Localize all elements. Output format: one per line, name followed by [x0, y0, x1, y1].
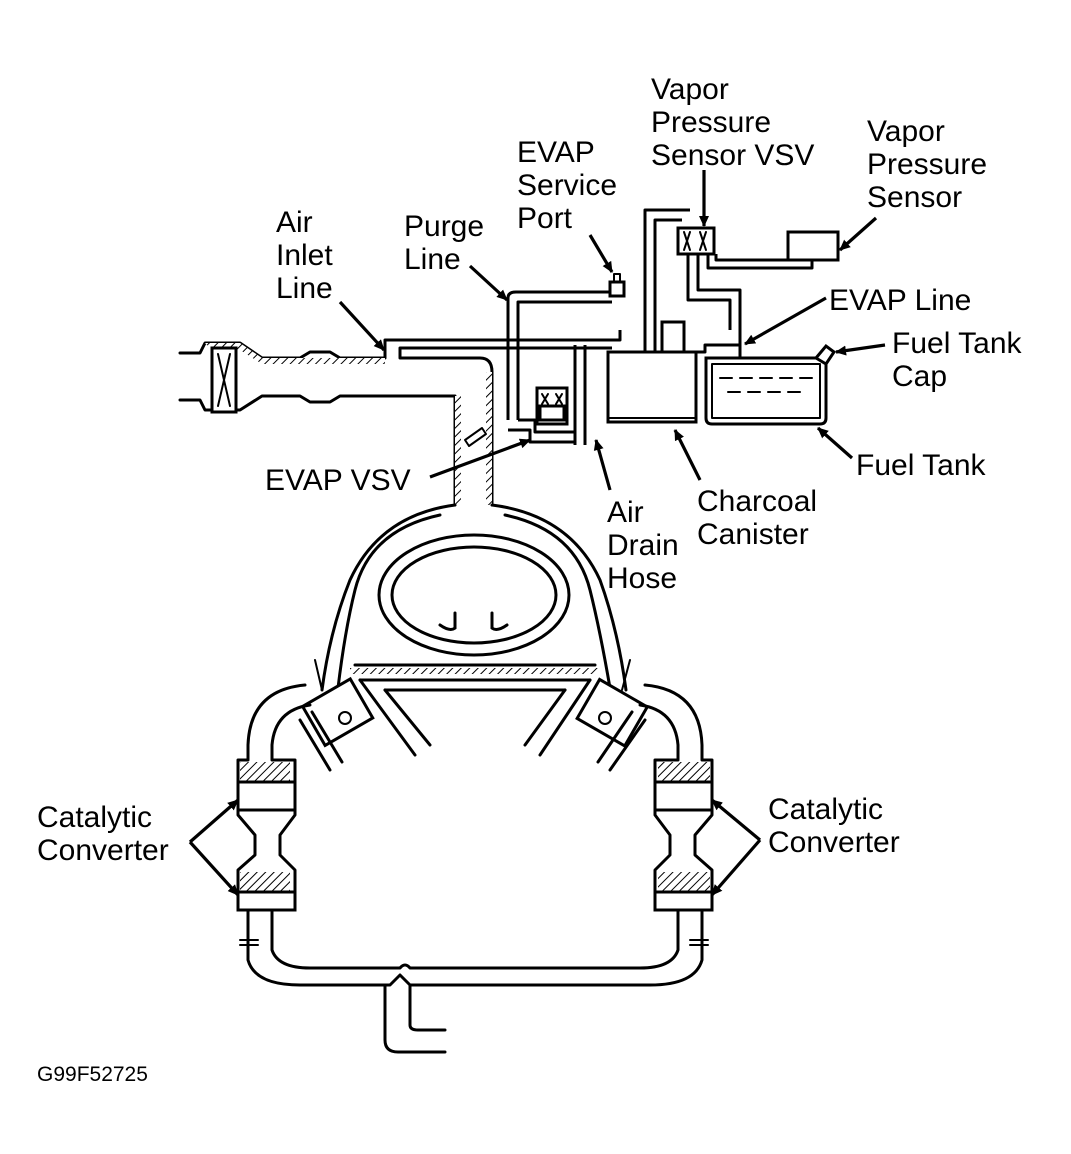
- right-catalyst-lower: [653, 890, 714, 912]
- exhaust-right: [443, 683, 714, 987]
- label-purge-line: Purge Line: [404, 210, 492, 276]
- left-piston: [300, 676, 375, 748]
- fuel-tank-cap: [813, 343, 837, 367]
- evap-hoses: [383, 273, 626, 445]
- label-evap-service-port: EVAP Service Port: [517, 136, 625, 235]
- label-evap-vsv: EVAP VSV: [265, 464, 411, 497]
- label-vapor-pressure-sensor: Vapor Pressure Sensor: [867, 115, 995, 214]
- left-catalyst-lower: [236, 890, 297, 912]
- exhaust-left: [236, 683, 447, 987]
- vapor-pressure-sensor: [786, 230, 840, 262]
- intake-plenum: [320, 503, 628, 692]
- evap-service-port-fitting: [608, 280, 626, 298]
- label-vapor-pressure-sensor-vsv: Vapor Pressure Sensor VSV: [651, 73, 814, 172]
- figure-id: G99F52725: [37, 1063, 148, 1086]
- label-air-drain-hose: Air Drain Hose: [607, 496, 687, 595]
- vapor-pressure-sensor-vsv: [676, 226, 814, 345]
- label-evap-line: EVAP Line: [829, 284, 971, 317]
- label-fuel-tank-cap: Fuel Tank Cap: [892, 327, 1030, 393]
- evap-line: [696, 343, 742, 358]
- label-catalytic-converter-left: Catalytic Converter: [37, 801, 169, 867]
- label-fuel-tank: Fuel Tank: [856, 449, 987, 482]
- fuel-tank: [704, 343, 837, 426]
- left-catalyst-upper: [236, 780, 297, 812]
- label-air-inlet-line: Air Inlet Line: [276, 206, 341, 305]
- evap-vsv: [535, 386, 569, 426]
- engine-block: [298, 659, 650, 772]
- right-piston: [575, 677, 650, 748]
- label-catalytic-converter-right: Catalytic Converter: [768, 793, 900, 859]
- label-charcoal-canister: Charcoal Canister: [697, 485, 825, 551]
- air-intake-duct: [178, 341, 494, 507]
- right-catalyst-upper: [653, 780, 714, 812]
- exhaust-tailpipe: [383, 983, 447, 1054]
- leader-arrows: [188, 170, 886, 897]
- charcoal-canister: [606, 208, 698, 424]
